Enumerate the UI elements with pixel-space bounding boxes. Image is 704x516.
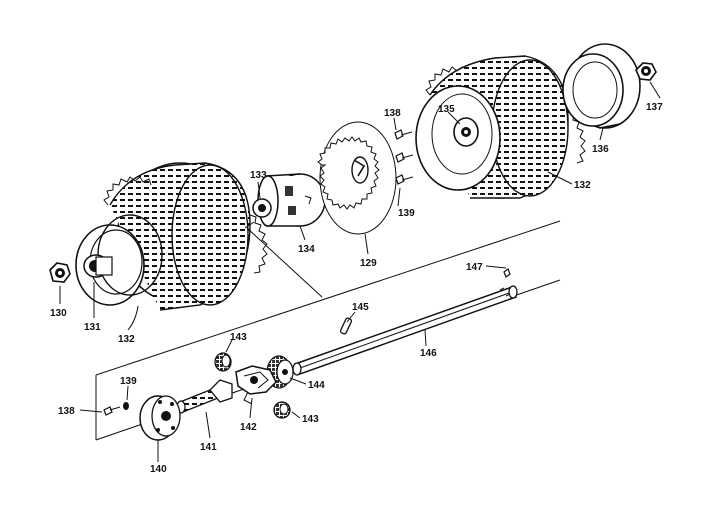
callout-135: 135 — [438, 104, 455, 115]
callout-143-lower: 143 — [302, 414, 319, 425]
left-drive-wheel — [75, 162, 268, 311]
callout-130: 130 — [50, 308, 67, 319]
callout-132-left: 132 — [118, 334, 135, 345]
callout-144: 144 — [308, 380, 325, 391]
callout-129: 129 — [360, 258, 377, 269]
callout-134: 134 — [298, 244, 315, 255]
bearing-143-lower — [273, 401, 291, 419]
callout-labels: 130 131 132 133 134 129 138 139 135 132 … — [50, 102, 663, 475]
wheel-rim-136 — [562, 43, 641, 129]
callout-139-lower: 139 — [120, 376, 137, 387]
hex-nut-137 — [635, 62, 657, 81]
hex-nut-130 — [49, 262, 71, 283]
callout-142: 142 — [240, 422, 257, 433]
key-145 — [339, 317, 353, 335]
wheel-bolts-138 — [394, 129, 414, 185]
callout-141: 141 — [200, 442, 217, 453]
bearing-143-upper — [214, 352, 232, 372]
callout-140: 140 — [150, 464, 167, 475]
pin-147 — [503, 268, 511, 278]
callout-137: 137 — [646, 102, 663, 113]
leader-lines — [59, 81, 661, 462]
callout-132-right: 132 — [574, 180, 591, 191]
callout-138-upper: 138 — [384, 108, 401, 119]
callout-145: 145 — [352, 302, 369, 313]
callout-133: 133 — [250, 170, 267, 181]
right-drive-wheel — [415, 55, 586, 199]
callout-139-upper: 139 — [398, 208, 415, 219]
sprocket-129 — [317, 121, 397, 235]
pinion-shaft-141 — [176, 379, 233, 414]
callout-147: 147 — [466, 262, 483, 273]
callout-138-lower: 138 — [58, 406, 75, 417]
flange-140 — [139, 395, 181, 441]
bushing-133 — [252, 198, 272, 218]
callout-143-upper: 143 — [230, 332, 247, 343]
callout-136: 136 — [592, 144, 609, 155]
gear-case-142 — [235, 365, 277, 405]
hub-spacer-134 — [257, 173, 326, 227]
axle-shaft-146 — [292, 285, 518, 376]
callout-146: 146 — [420, 348, 437, 359]
bolt-138-lower — [103, 406, 121, 416]
washer-139-lower — [123, 402, 129, 410]
callout-131: 131 — [84, 322, 101, 333]
